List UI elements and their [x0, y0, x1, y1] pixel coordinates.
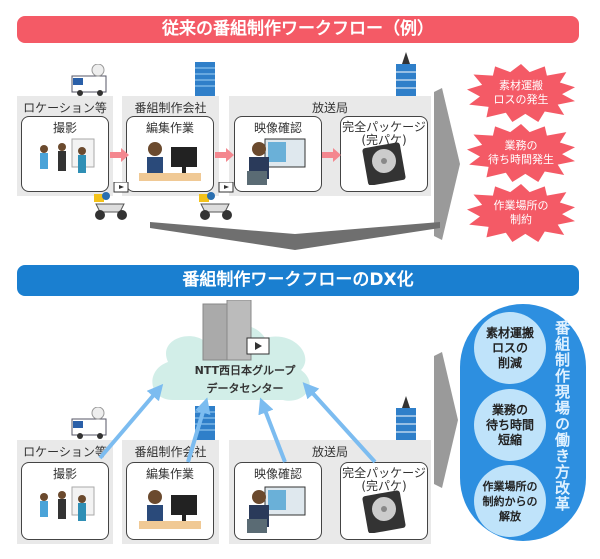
bottom-panel-location: ロケーション等 撮影 [17, 440, 113, 544]
broadcast-van-icon [71, 407, 107, 439]
flow-arrow-icon [322, 148, 341, 162]
card-sublabel: (完パケ) [361, 479, 407, 493]
panel-label: 放送局 [311, 445, 348, 459]
panel-label: 番組制作会社 [134, 445, 207, 459]
panel-label: ロケーション等 [23, 101, 107, 115]
bottom-card-editing: 編集作業 [126, 462, 214, 540]
panel-label: 放送局 [311, 101, 348, 115]
flow-arrow-icon [110, 148, 129, 162]
benefit-text: 業務の [491, 402, 528, 417]
top-card-package: 完全パッケージ(完パケ) [340, 116, 428, 192]
cloud-datacenter-icon [152, 300, 310, 401]
broadcast-van-icon [71, 64, 107, 96]
datacenter-name: NTT西日本グループ [194, 364, 296, 377]
motorbike-courier-icon [199, 182, 234, 220]
bottom-card-video-check: 映像確認 [234, 462, 322, 540]
benefit-text: 制約からの [482, 494, 538, 508]
card-label: 完全パッケージ [342, 120, 426, 134]
datacenter-type: データセンター [206, 382, 284, 395]
bottom-panel-broadcaster: 放送局 映像確認 完全パッケージ(完パケ) [229, 440, 431, 544]
reform-label: 番組制作現場の働き方改革 [553, 320, 571, 512]
tv-station-icon [396, 396, 416, 440]
top-card-shooting: 撮影 [21, 116, 109, 192]
office-building-icon [195, 62, 215, 96]
benefit-text: 素材運搬 [485, 325, 534, 340]
benefit-text: ロスの [491, 340, 528, 355]
problem-text: 業務の [504, 139, 538, 152]
top-panel-broadcaster: 放送局 映像確認 完全パッケージ(完パケ) [229, 96, 431, 196]
card-label: 編集作業 [145, 467, 194, 481]
datacenter-label: NTT西日本グループデータセンター [175, 362, 315, 398]
film-crew-icon [40, 486, 95, 521]
hard-disk-icon [362, 490, 406, 533]
card-label: 映像確認 [253, 121, 302, 135]
problem-text: 作業場所の [493, 199, 549, 212]
benefit-text: 短縮 [497, 432, 522, 447]
top-panel-location: ロケーション等 撮影 [17, 96, 113, 196]
hard-disk-icon [362, 142, 406, 185]
bottom-title-banner: 番組制作ワークフローのDX化 [17, 265, 579, 296]
problem-text: ロスの発生 [493, 93, 549, 106]
panel-label: 番組制作会社 [134, 101, 207, 115]
bottom-card-shooting: 撮影 [21, 462, 109, 540]
problem-text: 制約 [510, 213, 532, 226]
top-title: 従来の番組制作ワークフロー（例） [162, 19, 434, 39]
office-building-icon [195, 406, 215, 440]
benefit-circle-1: 素材運搬ロスの削減 [474, 312, 546, 384]
panel-label: ロケーション等 [23, 445, 107, 459]
problem-text: 待ち時間発生 [488, 153, 554, 166]
card-label: 撮影 [52, 121, 77, 135]
bottom-title: 番組制作ワークフローのDX化 [182, 270, 414, 290]
benefit-circle-2: 業務の待ち時間短縮 [474, 389, 546, 461]
top-card-video-check: 映像確認 [234, 116, 322, 192]
problem-burst-3: 作業場所の制約 [467, 184, 575, 242]
video-check-operator-icon [247, 138, 306, 185]
down-arrow-icon [150, 222, 440, 250]
editor-at-computer-icon [139, 142, 201, 181]
problem-text: 素材運搬 [499, 79, 543, 92]
benefit-text: 解放 [499, 509, 521, 523]
bottom-card-package: 完全パッケージ(完パケ) [340, 462, 428, 540]
card-label: 映像確認 [253, 467, 302, 481]
card-label: 編集作業 [145, 121, 194, 135]
benefit-text: 待ち時間 [485, 417, 534, 432]
motorbike-courier-icon [94, 182, 129, 220]
right-arrow-icon [434, 88, 460, 240]
benefit-text: 削減 [497, 355, 522, 370]
top-title-banner: 従来の番組制作ワークフロー（例） [17, 16, 579, 43]
top-panel-production: 番組制作会社 編集作業 [122, 96, 219, 196]
flow-arrow-icon [215, 148, 234, 162]
editor-at-computer-icon [139, 490, 201, 529]
video-check-operator-icon [247, 486, 306, 533]
top-card-editing: 編集作業 [126, 116, 214, 192]
benefit-text: 作業場所の [482, 479, 538, 493]
problem-burst-2: 業務の待ち時間発生 [467, 124, 575, 182]
benefit-circle-3: 作業場所の制約からの解放 [474, 465, 546, 537]
film-crew-icon [40, 138, 95, 173]
tv-station-icon [396, 52, 416, 96]
problem-burst-1: 素材運搬ロスの発生 [467, 64, 575, 122]
bottom-panel-production: 番組制作会社 編集作業 [122, 440, 219, 544]
card-label: 完全パッケージ [342, 466, 426, 480]
card-label: 撮影 [52, 467, 77, 481]
right-arrow-icon [434, 352, 458, 488]
